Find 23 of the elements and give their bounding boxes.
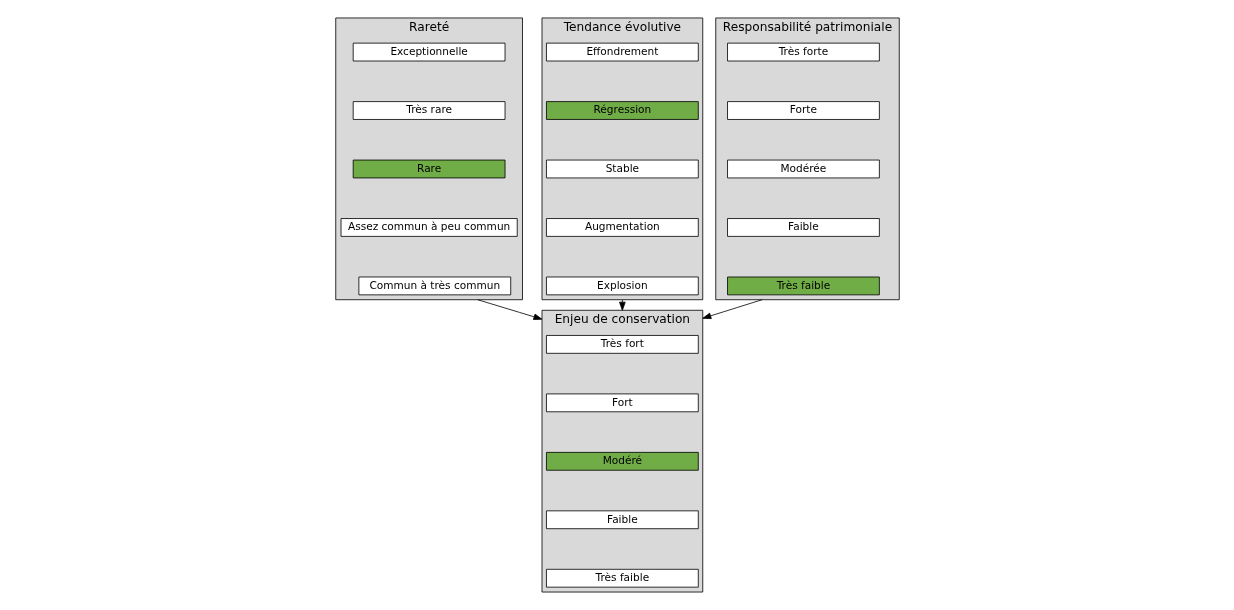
node-box: Faible	[726, 218, 880, 237]
node-box: Modéré	[545, 451, 699, 471]
node-box: Augmentation	[545, 218, 699, 237]
node-box: Explosion	[545, 276, 699, 296]
node-box: Régression	[545, 101, 699, 120]
arrow	[701, 299, 762, 320]
node-box: Très rare	[352, 101, 505, 120]
arrow	[618, 299, 626, 311]
node-box: Effondrement	[545, 42, 699, 62]
node-box: Très faible	[726, 276, 880, 296]
node-box: Commun à très commun	[358, 276, 511, 296]
node-box: Modérée	[726, 159, 880, 179]
arrow	[476, 299, 542, 320]
node-box: Très fort	[545, 335, 699, 354]
node-box: Très faible	[545, 568, 699, 588]
node-box: Faible	[545, 510, 699, 530]
node-box: Très forte	[726, 42, 880, 62]
node-box: Stable	[545, 159, 699, 179]
node-box: Exceptionnelle	[352, 42, 505, 62]
node-box: Forte	[726, 101, 880, 120]
node-box: Fort	[545, 393, 699, 413]
node-box: Rare	[352, 159, 505, 179]
node-box: Assez commun à peu commun	[340, 218, 518, 237]
